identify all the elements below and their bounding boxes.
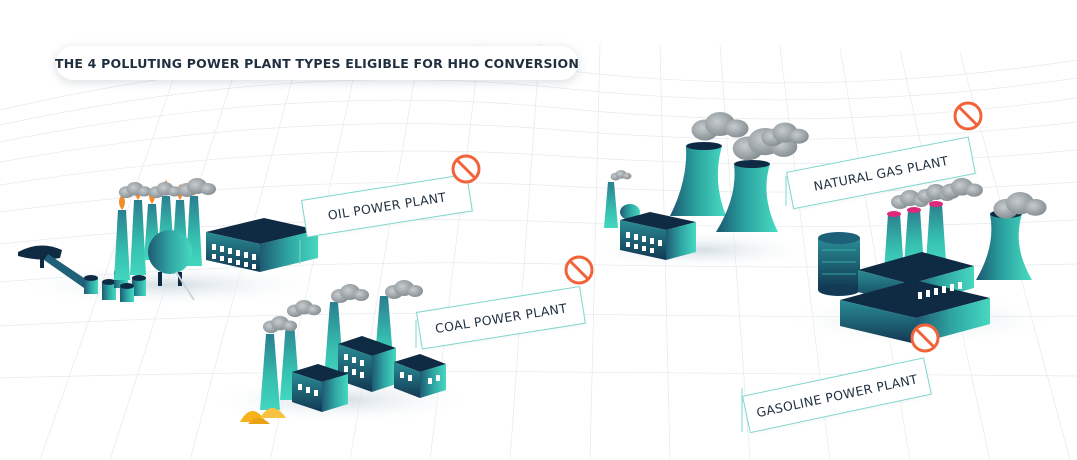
natural-gas-plant-no-sign-icon bbox=[953, 101, 983, 131]
oil-power-plant-label-text: OIL POWER PLANT bbox=[326, 188, 448, 223]
gasoline-plant-illustration bbox=[780, 178, 1060, 346]
gasoline-plant-no-sign-icon bbox=[910, 323, 940, 353]
page-title-text: THE 4 POLLUTING POWER PLANT TYPES ELIGIB… bbox=[55, 55, 579, 71]
oil-plant-no-sign-icon bbox=[451, 154, 481, 184]
page-title: THE 4 POLLUTING POWER PLANT TYPES ELIGIB… bbox=[55, 46, 579, 80]
coal-plant-illustration bbox=[200, 280, 480, 424]
oil-plant-illustration bbox=[10, 178, 330, 307]
coal-plant-no-sign-icon bbox=[564, 255, 594, 285]
natural-gas-plant-illustration bbox=[580, 112, 820, 270]
